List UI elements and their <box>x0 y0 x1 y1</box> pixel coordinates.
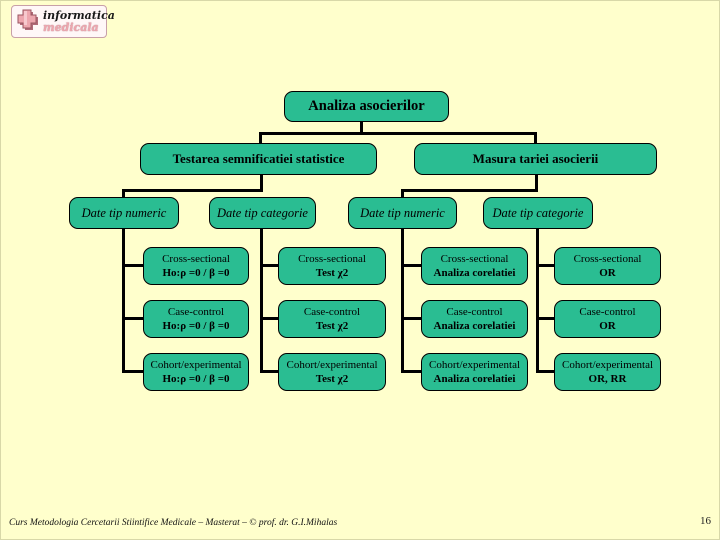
leaf-node-c2-r3: Cohort/experimental Test χ2 <box>278 353 386 391</box>
medical-cross-icon <box>14 6 40 37</box>
connector-line <box>534 132 537 145</box>
leaf-node-c1-r3: Cohort/experimental Ho:ρ =0 / β =0 <box>143 353 249 391</box>
group-node-3: Date tip numeric <box>348 197 457 229</box>
connector-line <box>535 174 538 192</box>
connector-line <box>260 264 280 267</box>
leaf-node-c3-r3: Cohort/experimental Analiza corelatiei <box>421 353 528 391</box>
leaf-line2: OR <box>599 320 616 332</box>
group-node-4: Date tip categorie <box>483 197 593 229</box>
connector-line <box>122 370 145 373</box>
connector-line <box>536 317 556 320</box>
connector-line <box>122 189 263 192</box>
leaf-line2: Test χ2 <box>315 320 349 332</box>
connector-line <box>401 189 538 192</box>
connector-line <box>122 264 145 267</box>
leaf-line1: Case-control <box>167 305 225 318</box>
connector-line <box>122 189 125 199</box>
logo-line2: medicala <box>43 20 99 34</box>
connector-line <box>259 132 262 145</box>
leaf-node-c2-r2: Case-control Test χ2 <box>278 300 386 338</box>
informatica-medicala-logo: informatica medicala <box>11 5 115 38</box>
leaf-line1: Case-control <box>579 305 636 318</box>
connector-line <box>401 264 423 267</box>
group-node-2: Date tip categorie <box>209 197 316 229</box>
leaf-line2: Test χ2 <box>315 373 349 385</box>
connector-line <box>122 228 125 373</box>
connector-line <box>260 317 280 320</box>
leaf-line2: Analiza corelatiei <box>433 267 516 279</box>
leaf-line1: Cross-sectional <box>298 252 366 265</box>
leaf-line1: Cohort/experimental <box>561 358 654 371</box>
leaf-node-c4-r2: Case-control OR <box>554 300 661 338</box>
page-number: 16 <box>700 515 711 527</box>
connector-line <box>536 228 539 373</box>
footer-course-title: Curs Metodologia Cercetarii Stiintifice … <box>9 518 338 528</box>
connector-line <box>260 174 263 192</box>
leaf-node-c3-r2: Case-control Analiza corelatiei <box>421 300 528 338</box>
leaf-line2: OR <box>599 267 616 279</box>
connector-line <box>260 370 280 373</box>
leaf-line2: Ho:ρ =0 / β =0 <box>162 267 230 279</box>
connector-line <box>401 228 404 373</box>
logo-line1: informatica <box>43 8 115 22</box>
connector-line <box>401 370 423 373</box>
leaf-node-c2-r1: Cross-sectional Test χ2 <box>278 247 386 285</box>
leaf-line1: Case-control <box>446 305 503 318</box>
leaf-line1: Case-control <box>303 305 361 318</box>
leaf-line2: OR, RR <box>588 373 627 385</box>
leaf-node-c4-r3: Cohort/experimental OR, RR <box>554 353 661 391</box>
leaf-line1: Cross-sectional <box>162 252 230 265</box>
leaf-line2: Ho:ρ =0 / β =0 <box>162 320 230 332</box>
leaf-line1: Cohort/experimental <box>286 358 378 371</box>
leaf-line2: Ho:ρ =0 / β =0 <box>162 373 230 385</box>
leaf-node-c1-r1: Cross-sectional Ho:ρ =0 / β =0 <box>143 247 249 285</box>
leaf-node-c4-r1: Cross-sectional OR <box>554 247 661 285</box>
logo-text: informatica medicala <box>43 10 115 33</box>
leaf-line2: Analiza corelatiei <box>433 373 516 385</box>
leaf-line1: Cross-sectional <box>440 252 509 265</box>
leaf-line2: Test χ2 <box>315 267 349 279</box>
leaf-line1: Cohort/experimental <box>150 358 242 371</box>
branch-node-masura-tariei: Masura tariei asocierii <box>414 143 657 175</box>
connector-line <box>401 189 404 199</box>
connector-line <box>122 317 145 320</box>
leaf-node-c1-r2: Case-control Ho:ρ =0 / β =0 <box>143 300 249 338</box>
connector-line <box>260 228 263 373</box>
leaf-line1: Cohort/experimental <box>428 358 521 371</box>
leaf-node-c3-r1: Cross-sectional Analiza corelatiei <box>421 247 528 285</box>
group-node-1: Date tip numeric <box>69 197 179 229</box>
leaf-line1: Cross-sectional <box>573 252 642 265</box>
connector-line <box>536 370 556 373</box>
branch-node-testarea-semnificatiei: Testarea semnificatiei statistice <box>140 143 377 175</box>
connector-line <box>401 317 423 320</box>
connector-line <box>536 264 556 267</box>
leaf-line2: Analiza corelatiei <box>433 320 516 332</box>
connector-line <box>360 122 363 135</box>
connector-line <box>259 132 537 135</box>
root-node: Analiza asocierilor <box>284 91 449 122</box>
